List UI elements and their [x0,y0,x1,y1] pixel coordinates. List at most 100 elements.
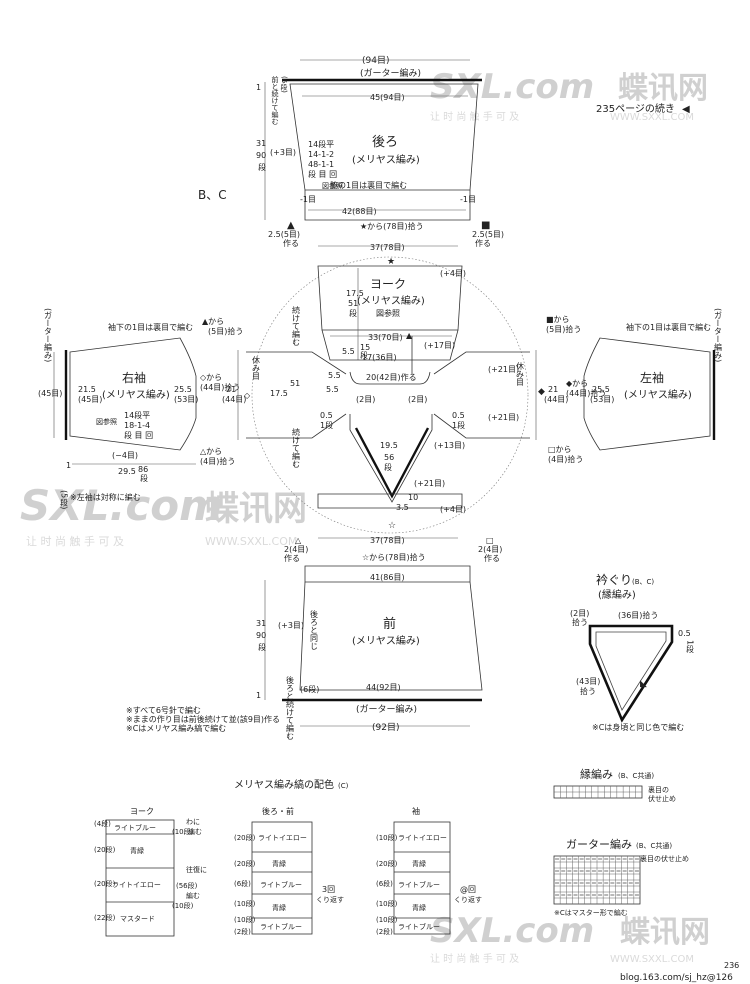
back-top-edge: (ガーター編み) [360,67,421,79]
yoke-plus21-right-a: (+21目) [488,365,519,374]
page-number: 236 [724,961,739,970]
yoke-mid-width: 33(70目) [368,333,403,342]
right-sleeve-dec-2: 18-1-4 [124,421,150,430]
yoke-rows-unit: 段 [360,350,368,360]
right-sleeve-w-out: 21.5 [78,385,96,394]
right-sleeve-length-unit: 段 [140,473,148,483]
front-title: 前 [383,616,396,632]
stripe-sleeve-color-2: 青緑 [412,859,426,868]
stripe-sleeve-repeat2: くり返す [454,896,482,904]
stripe-yoke-right-5: (56段) [176,881,198,890]
front-join-rows: (6段) [300,684,319,694]
collar-diagram: 衿ぐり (B、C) (縁編み) (36目)拾う (2目) 拾う 0.5 1段 ◣… [570,572,695,732]
watermark-slogan: 让 时 尚 触 手 可 及 [430,952,519,965]
front-make-right: 2(4目) [478,545,502,554]
yoke-inner-width: 17(36目) [362,353,397,362]
stripe-section: メリヤス編み縞の配色 (C) ヨーク ライトブルー 青緑 ライトイエロー マスタ… [94,778,482,937]
yoke-v-bottom-rows: 10 [408,493,418,502]
stripe-body-row-1: (20段) [234,833,256,842]
yoke-side-rows: 1段 [320,420,333,430]
stripe-title: メリヤス編み縞の配色 [234,778,334,791]
notes: ※すべて6号針で編む ※ままの作り目は前後続けて並(該9目)作る ※Cはメリヤス… [126,705,280,733]
watermark-logo: SXL.com [430,67,594,107]
stripe-sleeve-color-5: ライトブルー [398,922,440,931]
yoke-height: 17.5 [346,289,364,298]
square-outline-icon: □ [486,536,494,545]
left-sleeve-w-in-st: (53目) [590,395,614,404]
right-sleeve-dec-1: 14段平 [124,410,150,420]
front-inc: (+3目) [278,621,304,630]
yoke-v-depth: 19.5 [380,441,398,450]
diamond-outline-icon: ◇ [244,391,251,400]
collar-side2: 拾う [580,686,596,696]
back-join-rows: (6段) [280,76,288,93]
yoke-ref: 図参照 [376,308,400,318]
back-armhole-right: 2.5(5目) [472,230,504,239]
stripe-title-sub: (C) [338,782,349,790]
yoke-piece: ★ ヨーク (メリヤス編み) 図参照 (+4目) 17.5 51 段 33(70… [246,256,530,545]
right-sleeve-edge: (ガーター編み) [44,308,53,362]
diamond-filled-icon: ◆ [538,387,545,397]
right-sleeve-dec-total: (−4目) [112,451,138,460]
front-top-w: 41(86目) [370,573,405,582]
yoke-pick-left: (2目) [356,395,375,404]
back-title: 後ろ [372,135,398,150]
left-sleeve-subtitle: (メリヤス編み) [624,388,692,401]
garter-stitch-sub: (B、C共通) [636,841,672,850]
back-make-right: 作る [475,238,491,248]
arrow-right-icon: ◣ [640,679,647,689]
front-same: 後ろと同じ [310,609,319,650]
garter-stitch-title: ガーター編み [566,837,632,851]
back-height: 31 [256,139,266,148]
garter-stitch-chart: ガーター編み (B、C共通) 裏目の伏せ止め ※Cはマスター形で編む [553,837,689,917]
stripe-sleeve-repeat: @回 [460,885,476,894]
stripe-body-row-3: (6段) [234,879,251,888]
stripe-body-color-4: 青緑 [272,903,286,912]
right-sleeve-rows-edge: (45目) [38,389,62,398]
left-sleeve-w-in: 25.5 [592,385,610,394]
edge-stitch-legend-2: 伏せ止め [648,794,676,803]
collar-title-sub: (B、C) [632,578,654,586]
yoke-height-rows: 51 [348,299,358,308]
left-sleeve-title: 左袖 [640,370,664,385]
edge-stitch-legend-1: 裏目の [648,785,669,794]
front-edge: (ガーター編み) [356,703,417,715]
stripe-sleeve-row-4: (10段) [376,899,398,908]
arrow-left-icon: ◀ [682,104,690,115]
yoke-plus21-right-b: (+21目) [488,413,519,422]
stripe-sleeve-color-1: ライトイエロー [398,834,447,842]
yoke-subtitle: (メリヤス編み) [357,294,425,307]
triangle-filled-icon: ▲ [287,220,295,231]
stripe-body-color-1: ライトイエロー [258,834,307,842]
stripe-yoke-row-3: (20段) [94,879,116,888]
stripe-sleeve-color-3: ライトブルー [398,880,440,889]
collar-note: ※Cは身頃と同じ色で編む [592,722,684,732]
collar-left-top2: 拾う [572,617,588,627]
right-sleeve-w-in-st: (53目) [174,395,198,404]
stripe-yoke-right-7: (10段) [172,901,194,910]
garter-stitch-note: ※Cはマスター形で編む [554,908,628,917]
yoke-title: ヨーク [370,277,406,291]
right-sleeve-ref: 図参照 [96,417,117,426]
back-width-bottom: 42(88目) [342,207,377,216]
variant-label: B、C [198,188,227,202]
stripe-body-repeat2: くり返す [316,896,344,904]
collar-title: 衿ぐり [596,572,632,587]
edge-stitch-title: 縁編み [580,767,613,781]
front-piece: ☆から(78目)拾う 2(4目) 作る 2(4目) 作る △ □ 41(86目)… [256,536,502,740]
edge-stitch-sub: (B、C共通) [618,771,654,780]
left-sleeve-dia-pick: ◆から [566,379,588,388]
back-ref: 図参照 [322,181,343,190]
star-icon: ★ [387,257,395,267]
watermark-url: WWW.SXXL.COM [610,954,694,965]
back-left-side: -1目 [300,195,316,204]
stripe-yoke-right-4: 往復に [186,865,207,874]
right-sleeve-tri-pick: (5目)拾う [208,326,243,336]
yoke-inc-side: (+13目) [434,441,465,450]
right-sleeve-piece: (ガーター編み) (45目) 袖下の1目は裏目で編む 右袖 (メリヤス編み) 2… [38,308,251,509]
yoke-v-rows: 56 [384,453,394,462]
continued-note: 235ページの続き [596,102,675,115]
yoke-neck-front: 20(42目)作る [366,372,417,382]
yoke-rest-right: 休み目 [516,361,525,387]
front-bottom-st: (92目) [372,722,399,733]
